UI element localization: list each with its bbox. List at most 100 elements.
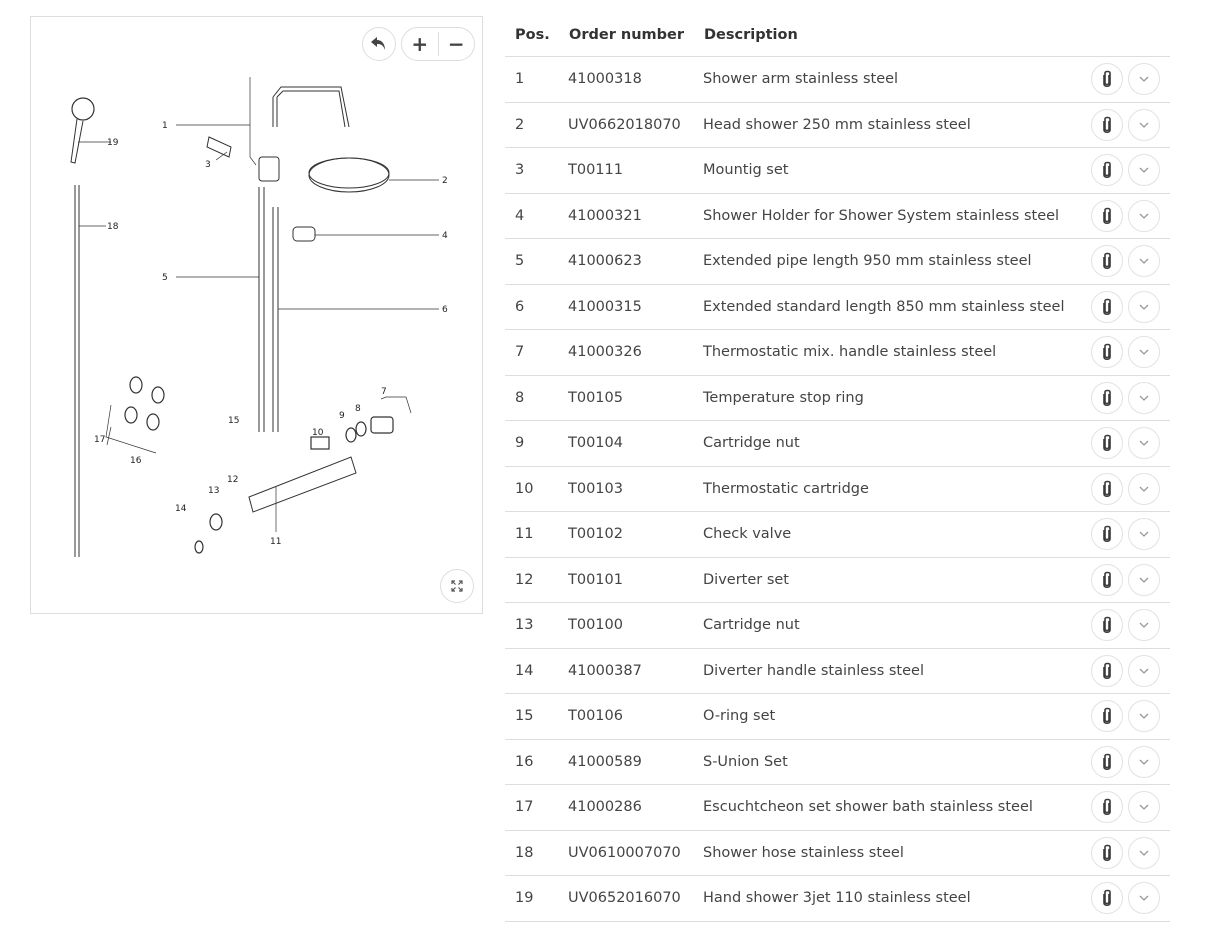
fullscreen-button[interactable] bbox=[440, 569, 474, 603]
header-pos: Pos. bbox=[505, 14, 568, 57]
callout-7[interactable]: 7 bbox=[381, 387, 387, 397]
attachment-button[interactable] bbox=[1091, 700, 1123, 733]
callout-19[interactable]: 19 bbox=[107, 138, 119, 148]
attachment-button[interactable] bbox=[1091, 199, 1123, 232]
expand-row-button[interactable] bbox=[1128, 563, 1160, 596]
cell-order-number: UV0652016070 bbox=[568, 875, 703, 922]
callout-4[interactable]: 4 bbox=[442, 231, 448, 241]
paperclip-icon bbox=[1103, 298, 1111, 315]
attachment-button[interactable] bbox=[1091, 154, 1123, 187]
expand-row-button[interactable] bbox=[1128, 108, 1160, 141]
paperclip-icon bbox=[1103, 662, 1111, 679]
attachment-button[interactable] bbox=[1091, 791, 1123, 824]
zoom-in-button[interactable]: + bbox=[411, 32, 429, 56]
attachment-button[interactable] bbox=[1091, 290, 1123, 323]
attachment-button[interactable] bbox=[1091, 108, 1123, 141]
expand-row-button[interactable] bbox=[1128, 472, 1160, 505]
expand-row-button[interactable] bbox=[1128, 700, 1160, 733]
expand-row-button[interactable] bbox=[1128, 791, 1160, 824]
expand-row-button[interactable] bbox=[1128, 245, 1160, 278]
paperclip-icon bbox=[1103, 571, 1111, 588]
chevron-down-icon bbox=[1139, 395, 1149, 401]
expand-row-button[interactable] bbox=[1128, 654, 1160, 687]
cell-pos: 13 bbox=[505, 602, 568, 649]
attachment-button[interactable] bbox=[1091, 654, 1123, 687]
cell-pos: 18 bbox=[505, 830, 568, 876]
table-row: 8 T00105 Temperature stop ring bbox=[505, 375, 1170, 421]
attachment-button[interactable] bbox=[1091, 245, 1123, 278]
expand-row-button[interactable] bbox=[1128, 427, 1160, 460]
expand-row-button[interactable] bbox=[1128, 63, 1160, 96]
callout-15[interactable]: 15 bbox=[228, 416, 239, 426]
expand-row-button[interactable] bbox=[1128, 518, 1160, 551]
chevron-down-icon bbox=[1139, 304, 1149, 310]
table-row: 13 T00100 Cartridge nut bbox=[505, 602, 1170, 649]
exploded-diagram-viewer[interactable]: 1 2 3 4 5 6 7 8 9 10 11 12 13 14 15 16 1… bbox=[30, 16, 483, 614]
callout-9[interactable]: 9 bbox=[339, 411, 345, 421]
chevron-down-icon bbox=[1139, 486, 1149, 492]
chevron-down-icon bbox=[1139, 895, 1149, 902]
header-order-number: Order number bbox=[568, 14, 703, 57]
callout-13[interactable]: 13 bbox=[208, 486, 219, 496]
expand-row-button[interactable] bbox=[1128, 154, 1160, 187]
callout-2[interactable]: 2 bbox=[442, 176, 448, 186]
paperclip-icon bbox=[1103, 798, 1111, 816]
paperclip-icon bbox=[1103, 616, 1111, 634]
cell-order-number: T00105 bbox=[568, 375, 703, 421]
expand-row-button[interactable] bbox=[1128, 882, 1160, 915]
cell-order-number: T00100 bbox=[568, 602, 703, 649]
callout-17[interactable]: 17 bbox=[94, 435, 105, 445]
parts-table: Pos. Order number Description 1 41000318… bbox=[505, 14, 1170, 922]
expand-row-button[interactable] bbox=[1128, 290, 1160, 323]
expand-row-button[interactable] bbox=[1128, 745, 1160, 778]
undo-button[interactable] bbox=[362, 27, 396, 61]
table-row: 16 41000589 S-Union Set bbox=[505, 739, 1170, 785]
table-row: 4 41000321 Shower Holder for Shower Syst… bbox=[505, 193, 1170, 239]
attachment-button[interactable] bbox=[1091, 518, 1123, 551]
callout-8[interactable]: 8 bbox=[355, 404, 361, 414]
cell-order-number: 41000286 bbox=[568, 784, 703, 831]
expand-icon bbox=[451, 580, 463, 592]
cell-pos: 6 bbox=[505, 284, 568, 330]
callout-3[interactable]: 3 bbox=[205, 160, 211, 170]
attachment-button[interactable] bbox=[1091, 745, 1123, 778]
paperclip-icon bbox=[1103, 70, 1111, 88]
cell-description: Hand shower 3jet 110 stainless steel bbox=[703, 875, 1082, 922]
attachment-button[interactable] bbox=[1091, 563, 1123, 596]
callout-18[interactable]: 18 bbox=[107, 222, 119, 232]
expand-row-button[interactable] bbox=[1128, 609, 1160, 642]
chevron-down-icon bbox=[1139, 76, 1149, 83]
chevron-down-icon bbox=[1139, 440, 1149, 447]
table-row: 11 T00102 Check valve bbox=[505, 511, 1170, 558]
callout-10[interactable]: 10 bbox=[312, 428, 324, 438]
attachment-button[interactable] bbox=[1091, 882, 1123, 915]
callout-6[interactable]: 6 bbox=[442, 305, 448, 315]
expand-row-button[interactable] bbox=[1128, 336, 1160, 369]
cell-description: Extended standard length 850 mm stainles… bbox=[703, 284, 1082, 330]
callout-5[interactable]: 5 bbox=[162, 273, 168, 283]
paperclip-icon bbox=[1103, 707, 1111, 725]
callout-12[interactable]: 12 bbox=[227, 475, 238, 485]
attachment-button[interactable] bbox=[1091, 63, 1123, 96]
chevron-down-icon bbox=[1139, 804, 1149, 811]
expand-row-button[interactable] bbox=[1128, 199, 1160, 232]
cell-pos: 12 bbox=[505, 557, 568, 603]
attachment-button[interactable] bbox=[1091, 472, 1123, 505]
callout-16[interactable]: 16 bbox=[130, 456, 142, 466]
callout-1[interactable]: 1 bbox=[162, 121, 168, 131]
expand-row-button[interactable] bbox=[1128, 836, 1160, 869]
expand-row-button[interactable] bbox=[1128, 381, 1160, 414]
cell-description: Check valve bbox=[703, 511, 1082, 558]
attachment-button[interactable] bbox=[1091, 609, 1123, 642]
zoom-out-button[interactable]: − bbox=[437, 32, 475, 56]
attachment-button[interactable] bbox=[1091, 336, 1123, 369]
cell-order-number: T00102 bbox=[568, 511, 703, 558]
paperclip-icon bbox=[1103, 161, 1111, 179]
attachment-button[interactable] bbox=[1091, 381, 1123, 414]
cell-description: Head shower 250 mm stainless steel bbox=[703, 102, 1082, 148]
callout-11[interactable]: 11 bbox=[270, 537, 281, 547]
attachment-button[interactable] bbox=[1091, 836, 1123, 869]
cell-pos: 16 bbox=[505, 739, 568, 785]
callout-14[interactable]: 14 bbox=[175, 504, 187, 514]
attachment-button[interactable] bbox=[1091, 427, 1123, 460]
